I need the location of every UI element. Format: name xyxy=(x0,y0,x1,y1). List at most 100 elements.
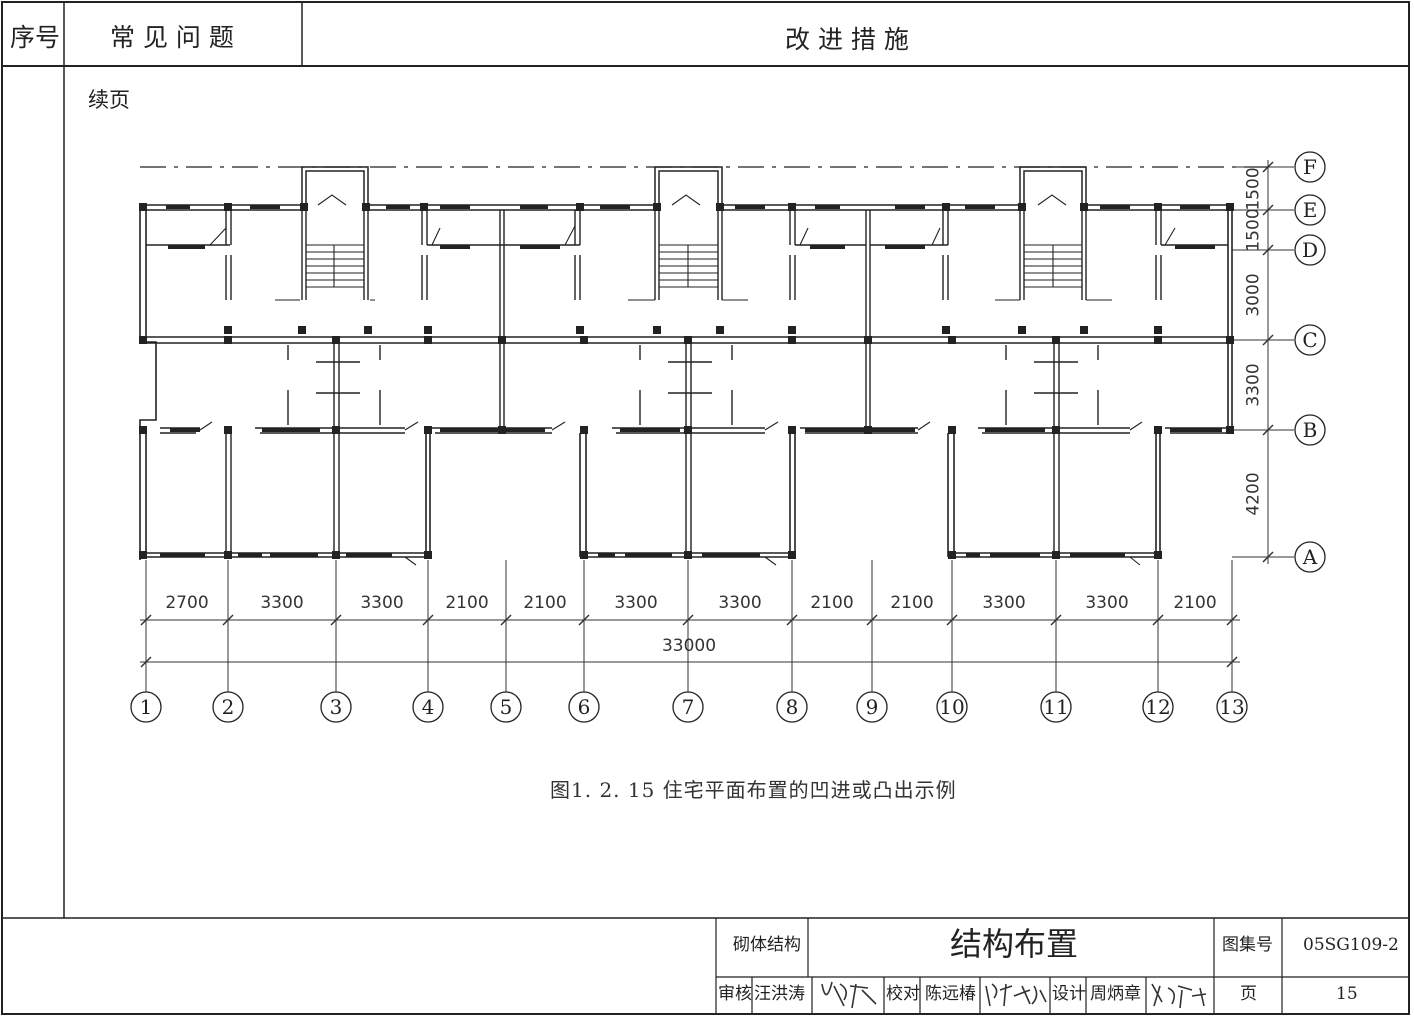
column-block xyxy=(864,426,872,434)
column-block xyxy=(1080,203,1088,211)
column-block xyxy=(653,326,661,334)
dim-tick xyxy=(1262,161,1274,173)
tb-category: 砌体结构 xyxy=(733,935,801,955)
column-block xyxy=(424,426,432,434)
continued-label: 续页 xyxy=(88,88,130,112)
column-block xyxy=(424,336,432,344)
bay-dimension-label: 2100 xyxy=(445,593,489,613)
interior-walls xyxy=(146,210,1228,557)
column-block xyxy=(139,203,147,211)
column-block xyxy=(716,326,724,334)
column-block xyxy=(1052,336,1060,344)
axis-label-x: 3 xyxy=(330,695,343,719)
column-block xyxy=(1052,551,1060,559)
column-block xyxy=(1154,326,1162,334)
column-block xyxy=(788,551,796,559)
axis-label-x: 1 xyxy=(140,695,153,719)
column-block xyxy=(224,203,232,211)
bay-dimension-label: 3300 xyxy=(360,593,404,613)
axis-bubble-x xyxy=(1142,691,1174,723)
tb-review-label: 审核 xyxy=(718,984,752,1004)
dim-tick xyxy=(1262,551,1274,563)
door-swings xyxy=(199,194,1176,566)
column-block xyxy=(948,551,956,559)
column-block xyxy=(942,203,950,211)
axis-label-x: 11 xyxy=(1043,695,1068,719)
dim-tick xyxy=(422,614,434,626)
total-dimension-label: 33000 xyxy=(661,636,717,656)
axis-bubble-y xyxy=(1294,414,1326,446)
dim-tick xyxy=(866,614,878,626)
axis-bubble-x xyxy=(212,691,244,723)
column-block xyxy=(788,426,796,434)
column-block xyxy=(1154,551,1162,559)
structural-columns xyxy=(139,203,1234,559)
axis-bubble-x xyxy=(412,691,444,723)
axis-bubble-y xyxy=(1294,324,1326,356)
figure-caption: 图1. 2. 15 住宅平面布置的凹进或凸出示例 xyxy=(550,778,957,802)
column-block xyxy=(1080,326,1088,334)
column-block xyxy=(364,326,372,334)
column-block xyxy=(224,326,232,334)
dim-tick xyxy=(682,614,694,626)
axis-bubble-x xyxy=(1216,691,1248,723)
tb-page-no: 15 xyxy=(1336,984,1358,1004)
header-col-measure: 改 进 措 施 xyxy=(785,25,909,54)
axis-bubble-x xyxy=(856,691,888,723)
axis-bubble-x xyxy=(490,691,522,723)
axis-label-x: 6 xyxy=(578,695,591,719)
axis-label-y: A xyxy=(1302,545,1318,569)
column-block xyxy=(580,426,588,434)
depth-dimension-label: 3000 xyxy=(1243,273,1264,317)
column-block xyxy=(864,336,872,344)
axis-label-x: 4 xyxy=(422,695,435,719)
axis-bubble-x xyxy=(672,691,704,723)
axis-bubble-y xyxy=(1294,194,1326,226)
axis-bubble-x xyxy=(130,691,162,723)
bay-dimension-label: 3300 xyxy=(718,593,762,613)
column-block xyxy=(224,426,232,434)
axis-bubble-y xyxy=(1294,151,1326,183)
axis-bubble-y xyxy=(1294,541,1326,573)
dim-tick xyxy=(1226,656,1238,668)
axis-label-y: B xyxy=(1303,418,1318,442)
dimension-lines xyxy=(140,160,1274,668)
tb-reviewer: 汪洪涛 xyxy=(754,984,805,1004)
column-block xyxy=(332,426,340,434)
dim-tick xyxy=(1050,614,1062,626)
column-block xyxy=(1018,203,1026,211)
column-block xyxy=(684,336,692,344)
column-block xyxy=(576,203,584,211)
column-block xyxy=(224,551,232,559)
column-block xyxy=(332,551,340,559)
dim-tick xyxy=(500,614,512,626)
signature-marks xyxy=(821,981,1207,1009)
stair-towers xyxy=(301,166,1087,205)
stair-treads xyxy=(306,244,1082,288)
axis-label-x: 2 xyxy=(222,695,235,719)
dim-tick xyxy=(786,614,798,626)
tb-atlas-no: 05SG109-2 xyxy=(1303,935,1399,955)
column-block xyxy=(788,203,796,211)
depth-dimension-label: 1500 xyxy=(1243,166,1264,211)
column-block xyxy=(298,326,306,334)
column-block xyxy=(139,426,147,434)
axis-bubble-x xyxy=(1040,691,1072,723)
column-block xyxy=(716,203,724,211)
title-block-lines xyxy=(715,918,1409,1014)
axis-label-x: 7 xyxy=(682,695,695,719)
column-block xyxy=(332,336,340,344)
axis-label-x: 13 xyxy=(1219,695,1244,719)
bay-dimension-label: 2100 xyxy=(1173,593,1217,613)
axis-label-y: E xyxy=(1303,198,1318,222)
column-block xyxy=(580,551,588,559)
dim-tick xyxy=(1226,614,1238,626)
dim-tick xyxy=(222,614,234,626)
dim-tick xyxy=(330,614,342,626)
axis-bubble-x xyxy=(568,691,600,723)
axis-label-x: 8 xyxy=(786,695,799,719)
column-block xyxy=(788,326,796,334)
column-block xyxy=(1052,426,1060,434)
